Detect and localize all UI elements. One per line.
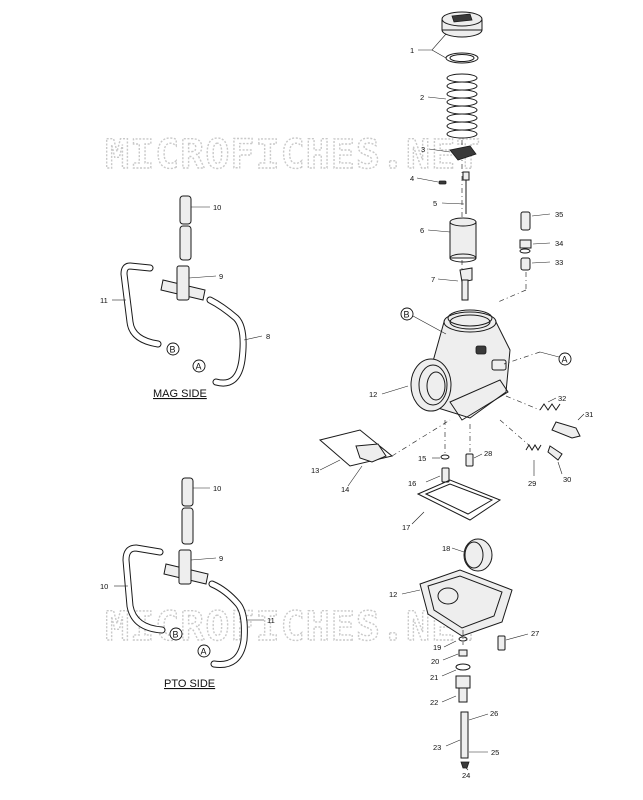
- callout-5: 5: [433, 199, 437, 208]
- ref-b-carb: [400, 307, 414, 321]
- callout-29: 29: [528, 479, 536, 488]
- part-jet-16: [441, 467, 450, 483]
- callout-30: 30: [563, 475, 571, 484]
- ref-b-pto: [169, 627, 183, 641]
- part-washer-19: [458, 636, 468, 642]
- svg-text:A: A: [196, 362, 202, 372]
- svg-text:B: B: [170, 345, 176, 355]
- part-cap: [441, 11, 483, 64]
- part-holder-22: [455, 675, 471, 703]
- part-float-bowl-gasket: [416, 479, 502, 521]
- callout-12-body: 12: [369, 390, 377, 399]
- callout-27: 27: [531, 629, 539, 638]
- svg-text:B: B: [404, 310, 410, 320]
- callout-26: 26: [490, 709, 498, 718]
- callout-mag-9: 9: [219, 272, 223, 281]
- pto-side-label: PTO SIDE: [164, 678, 215, 690]
- callout-20: 20: [431, 657, 439, 666]
- ref-a-mag: [192, 359, 206, 373]
- part-carburetor-body: [410, 309, 511, 421]
- part-air-screw: [525, 444, 563, 461]
- callout-2: 2: [420, 93, 424, 102]
- callout-13: 13: [311, 466, 319, 475]
- callout-mag-8: 8: [266, 332, 270, 341]
- callout-mag-10: 10: [213, 203, 221, 212]
- callout-16: 16: [408, 479, 416, 488]
- pto-hose-vertical-mid: [181, 507, 194, 545]
- svg-text:A: A: [201, 647, 207, 657]
- part-plate: [318, 429, 394, 467]
- part-clip: [438, 180, 447, 185]
- watermark-bottom: MICROFICHES.NET: [105, 604, 481, 650]
- callout-28: 28: [484, 449, 492, 458]
- part-needle-jet-23: [460, 711, 469, 759]
- callout-pto-11: 11: [267, 616, 275, 625]
- mag-hose-vertical-top: [179, 195, 192, 225]
- svg-text:B: B: [173, 630, 179, 640]
- part-fitting-stack: [519, 211, 532, 271]
- part-screw-28: [465, 453, 474, 467]
- watermark-top: MICROFICHES.NET: [105, 132, 481, 178]
- ref-b-mag: [166, 342, 180, 356]
- callout-35: 35: [555, 210, 563, 219]
- part-retainer: [449, 145, 477, 161]
- callout-pto-9: 9: [219, 554, 223, 563]
- callout-33: 33: [555, 258, 563, 267]
- callout-21: 21: [430, 673, 438, 682]
- callout-1: 1: [410, 46, 414, 55]
- part-nut-20: [458, 649, 468, 657]
- callout-pto-10-left: 10: [100, 582, 108, 591]
- callout-pto-10-top: 10: [213, 484, 221, 493]
- callout-23: 23: [433, 743, 441, 752]
- callout-12-bowl: 12: [389, 590, 397, 599]
- part-float-bowl: [419, 569, 513, 637]
- mag-side-label: MAG SIDE: [153, 388, 207, 400]
- svg-text:A: A: [562, 355, 568, 365]
- callout-14: 14: [341, 485, 349, 494]
- part-spring: [446, 73, 478, 139]
- callout-3: 3: [421, 145, 425, 154]
- callout-6: 6: [420, 226, 424, 235]
- mag-side-hose-assembly: [112, 195, 263, 387]
- callout-31: 31: [585, 410, 593, 419]
- pto-side-hose-assembly: [114, 477, 264, 668]
- part-float: [463, 538, 493, 572]
- pto-hose-vertical-top: [181, 477, 194, 507]
- callout-18: 18: [442, 544, 450, 553]
- part-screw-27: [497, 635, 506, 651]
- ref-a-carb: [558, 352, 572, 366]
- callout-25: 25: [491, 748, 499, 757]
- callout-22: 22: [430, 698, 438, 707]
- callout-19: 19: [433, 643, 441, 652]
- ref-a-pto: [197, 644, 211, 658]
- mag-hose-vertical-mid: [179, 225, 192, 261]
- part-throttle-slide: [449, 217, 477, 263]
- part-main-jet-24: [460, 761, 470, 769]
- callout-7: 7: [431, 275, 435, 284]
- part-pilot-screw: [539, 403, 581, 439]
- callout-34: 34: [555, 239, 563, 248]
- part-washer-15: [440, 454, 450, 460]
- callout-32: 32: [558, 394, 566, 403]
- callout-mag-11: 11: [100, 296, 108, 305]
- part-idle-screw: [459, 267, 473, 301]
- callout-4: 4: [410, 174, 414, 183]
- part-oring-21: [455, 663, 471, 671]
- callout-17: 17: [402, 523, 410, 532]
- callout-24: 24: [462, 771, 470, 780]
- callout-15: 15: [418, 454, 426, 463]
